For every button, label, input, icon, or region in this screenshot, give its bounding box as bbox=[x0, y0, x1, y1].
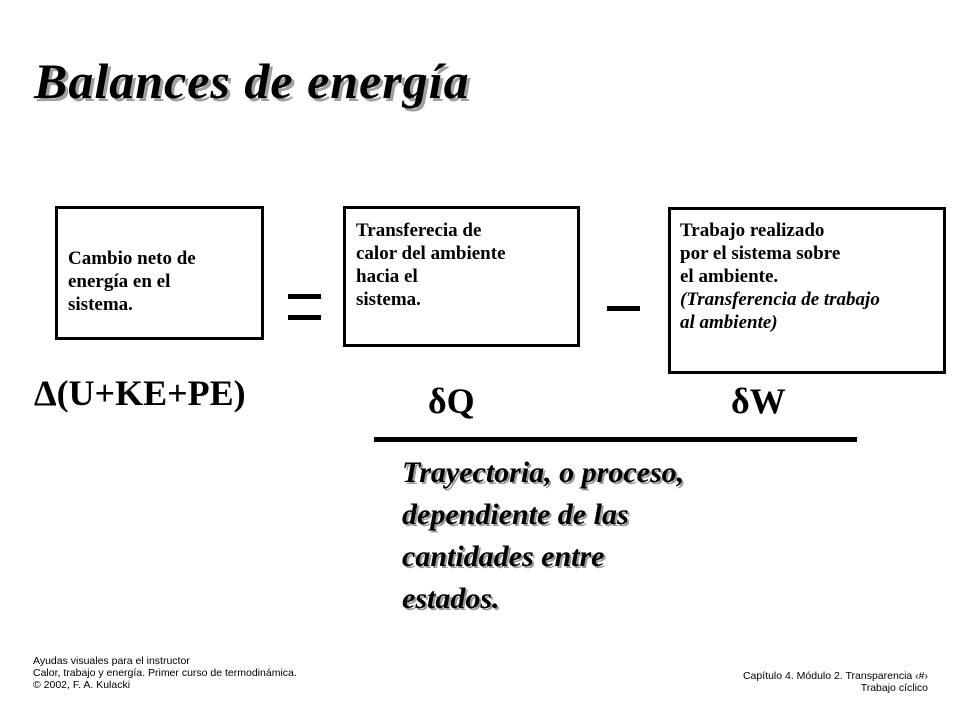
footer-line: Calor, trabajo y energía. Primer curso d… bbox=[33, 667, 297, 679]
box-text-line: energía en el bbox=[68, 271, 171, 292]
heat-symbol: δQ bbox=[428, 381, 475, 421]
footer-line: Ayudas visuales para el instructor bbox=[33, 655, 190, 667]
work-done-box: Trabajo realizado por el sistema sobre e… bbox=[668, 207, 946, 374]
note-line: cantidades entre bbox=[402, 540, 605, 573]
path-dependence-note: Trayectoria, o proceso, dependiente de l… bbox=[402, 452, 684, 620]
box-text-line-italic: al ambiente) bbox=[680, 312, 778, 333]
note-line: dependiente de las bbox=[402, 498, 629, 531]
box-text-line: hacia el bbox=[356, 266, 418, 287]
heat-transfer-box: Transferecia de calor del ambiente hacia… bbox=[343, 206, 580, 347]
equals-sign-top-bar bbox=[288, 294, 321, 299]
box-text-line: sistema. bbox=[68, 294, 133, 315]
box-text-line: por el sistema sobre bbox=[680, 243, 841, 264]
box-text-line: Transferecia de bbox=[356, 220, 482, 241]
net-energy-change-box: Cambio neto de energía en el sistema. bbox=[55, 206, 264, 340]
box-text-line: el ambiente. bbox=[680, 266, 779, 287]
footer-line: Trabajo cíclico bbox=[860, 682, 928, 694]
footer-slide-info: Capítulo 4. Módulo 2. Transparencia ‹#› … bbox=[688, 670, 928, 694]
box-text-line: calor del ambiente bbox=[356, 243, 506, 264]
footer-line: © 2002, F. A. Kulacki bbox=[33, 679, 131, 691]
box-text-line: Cambio neto de bbox=[68, 248, 196, 269]
note-line: estados. bbox=[402, 582, 500, 615]
slide-title: Balances de energía bbox=[34, 53, 470, 109]
footer-line: Capítulo 4. Módulo 2. Transparencia ‹#› bbox=[742, 670, 928, 682]
horizontal-rule bbox=[374, 437, 857, 442]
energy-change-symbol: Δ(U+KE+PE) bbox=[34, 373, 246, 413]
note-line: Trayectoria, o proceso, bbox=[402, 456, 685, 489]
box-text-line-italic: (Transferencia de trabajo bbox=[680, 289, 880, 310]
box-text-line: sistema. bbox=[356, 289, 421, 310]
work-symbol: δW bbox=[731, 381, 786, 421]
footer-credits: Ayudas visuales para el instructor Calor… bbox=[33, 655, 297, 691]
minus-sign bbox=[607, 306, 640, 311]
box-text-line: Trabajo realizado bbox=[680, 220, 825, 241]
equals-sign-bottom-bar bbox=[288, 315, 321, 320]
